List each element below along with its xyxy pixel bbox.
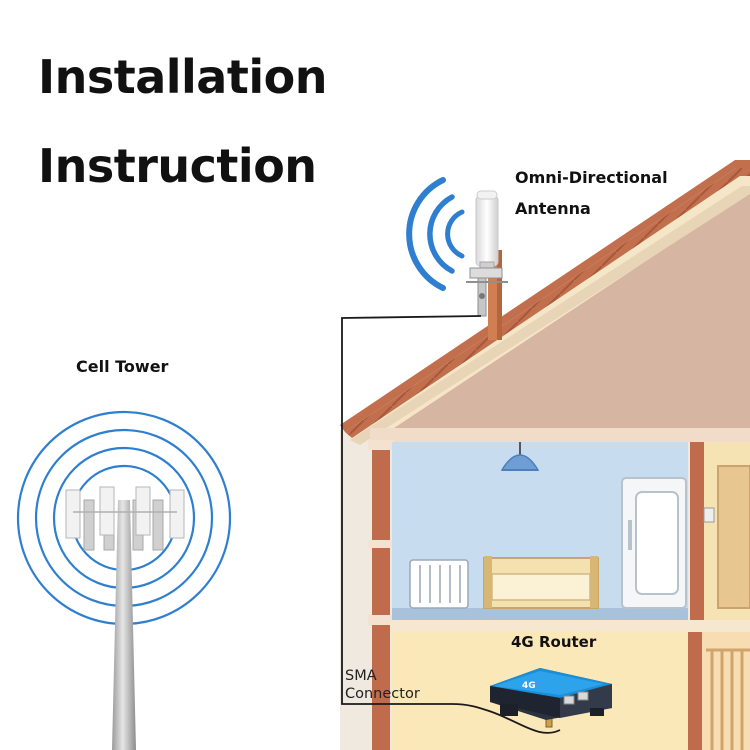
antenna-cable — [341, 315, 561, 734]
router-label: 4G Router — [511, 633, 597, 651]
house-illustration — [340, 160, 750, 750]
sma-connector-label-line-1: SMA — [345, 668, 377, 684]
sma-connector-label-line-2: Connector — [345, 686, 420, 703]
title-line-1: Installation — [38, 50, 327, 104]
router-badge: 4G — [522, 681, 536, 691]
4g-router-icon: 4G — [490, 668, 612, 728]
antenna-label-line-1: Omni-Directional — [515, 168, 668, 187]
cell-tower-label: Cell Tower — [76, 357, 169, 376]
sma-connector-label: SMA Connector — [345, 667, 420, 703]
omni-directional-antenna-icon — [466, 190, 508, 317]
antenna-signal-waves — [406, 177, 465, 291]
cell-tower-icon — [65, 486, 185, 750]
antenna-label-line-2: Antenna — [515, 199, 591, 219]
title-line-2: Instruction — [38, 139, 317, 193]
antenna-label: Omni-Directional Antenna — [515, 162, 668, 224]
